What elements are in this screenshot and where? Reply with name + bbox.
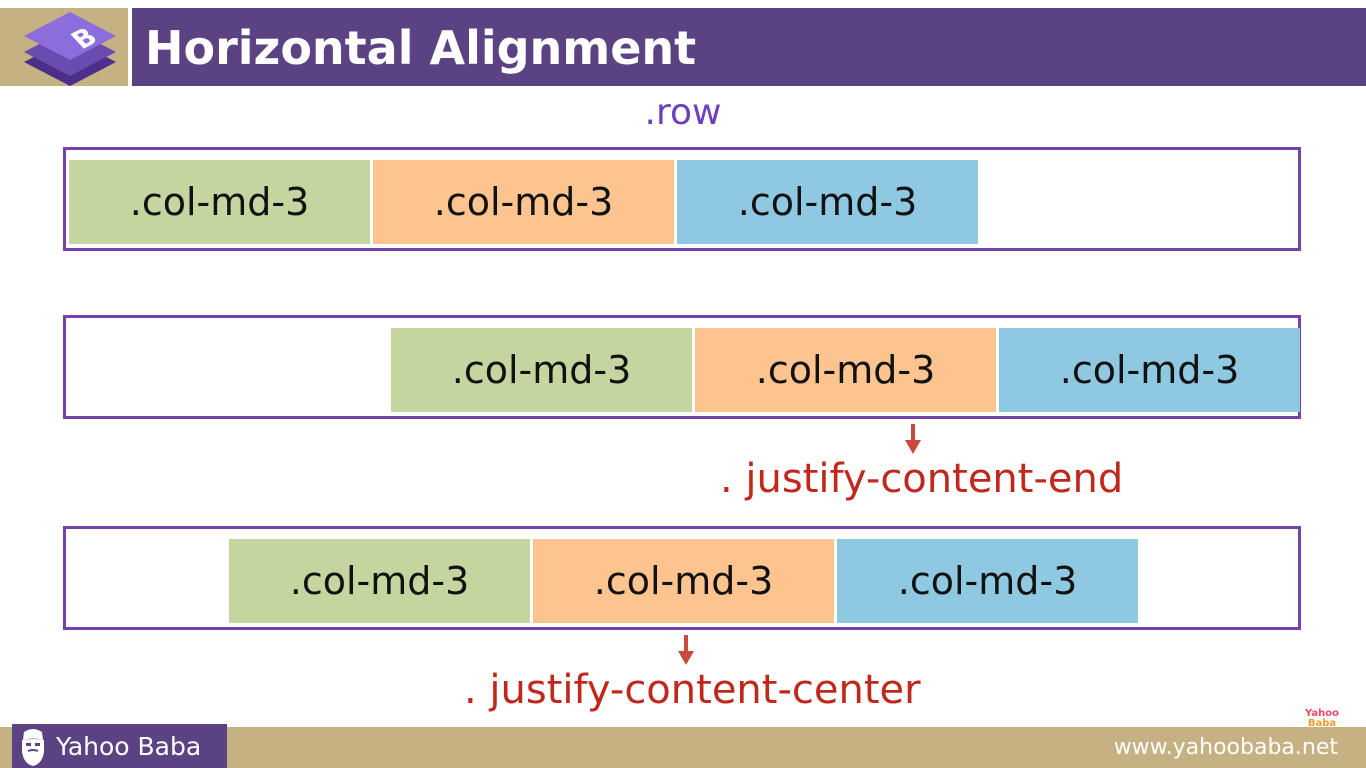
annotation-justify-center: . justify-content-center [464,667,921,713]
row-start: .col-md-3 .col-md-3 .col-md-3 [63,147,1301,251]
column-box: .col-md-3 [695,328,996,412]
column-box: .col-md-3 [69,160,370,244]
column-box: .col-md-3 [533,539,834,623]
column-box: .col-md-3 [373,160,674,244]
watermark-line: Baba [1307,718,1337,729]
footer-brand-label: Yahoo Baba [56,732,202,761]
footer-url: www.yahoobaba.net [1113,735,1338,760]
column-box: .col-md-3 [229,539,530,623]
watermark-line: Yahoo [1305,708,1339,719]
column-box: .col-md-3 [837,539,1138,623]
bootstrap-logo-icon: B [18,4,124,98]
bearded-man-icon [22,729,44,766]
row-justify-center: .col-md-3 .col-md-3 .col-md-3 [63,526,1301,630]
footer-bar [0,727,1366,768]
row-justify-end: .col-md-3 .col-md-3 .col-md-3 [63,315,1301,419]
column-box: .col-md-3 [391,328,692,412]
footer-brand: Yahoo Baba [12,724,227,768]
watermark-logo: Yahoo Baba [1300,709,1344,729]
arrow-down-icon [678,635,694,665]
row-label: .row [644,92,722,133]
column-box: .col-md-3 [677,160,978,244]
column-box: .col-md-3 [999,328,1300,412]
annotation-justify-end: . justify-content-end [720,456,1124,502]
header-bar [132,8,1366,86]
page-title: Horizontal Alignment [145,21,697,75]
arrow-down-icon [905,424,921,454]
